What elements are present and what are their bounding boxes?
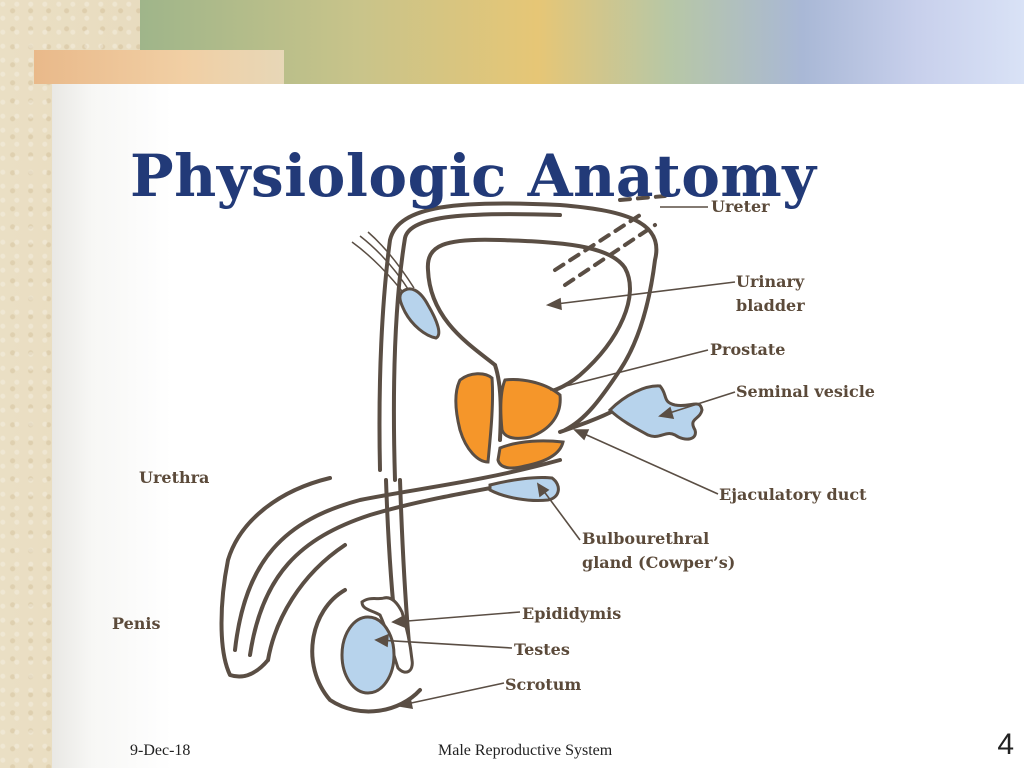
pointer-bladder <box>547 281 736 306</box>
bladder-neck <box>493 363 503 442</box>
label-seminal-vesicle: Seminal vesicle <box>736 382 875 401</box>
urinary-bladder-outline <box>425 237 632 402</box>
footer-date: 9-Dec-18 <box>130 742 191 759</box>
label-ejaculatory-duct: Ejaculatory duct <box>719 485 867 504</box>
label-testes: Testes <box>514 640 570 659</box>
outer-contour <box>377 201 659 472</box>
pointer-seminal <box>659 391 736 417</box>
pointer-prostate <box>549 349 709 391</box>
epididymis <box>360 596 414 674</box>
decorative-banner <box>140 0 1024 84</box>
ureter-dashed-2 <box>563 223 657 287</box>
penis-underside <box>266 543 347 662</box>
testis <box>340 615 396 695</box>
seminal-vesicle <box>607 384 704 441</box>
prostate-left <box>454 372 495 464</box>
prostate-lower <box>496 439 565 470</box>
scrotum-outline <box>310 588 422 714</box>
pointer-epididymis <box>394 611 521 623</box>
pointer-ejaculatory <box>579 431 719 495</box>
page-number: 4 <box>997 728 1014 761</box>
label-prostate: Prostate <box>710 340 786 359</box>
small-vesicle-upper <box>398 287 441 340</box>
footer-title: Male Reproductive System <box>438 742 613 759</box>
ureter-dashed-1 <box>553 213 642 272</box>
pointer-testes <box>377 639 513 649</box>
ureter-top <box>618 194 667 202</box>
prostate-right <box>499 378 562 440</box>
label-urinary-bladder-2: bladder <box>736 296 805 315</box>
urethra-inner <box>391 212 562 482</box>
label-bulbourethral-1: Bulbourethral <box>582 529 710 548</box>
label-scrotum: Scrotum <box>505 675 582 694</box>
urethra-line-upper <box>233 458 562 652</box>
label-epididymis: Epididymis <box>522 604 622 623</box>
label-penis: Penis <box>112 614 161 633</box>
nerve-fibres <box>351 231 415 296</box>
pointer-bulbourethral <box>539 485 581 541</box>
slide-title: Physiologic Anatomy <box>130 142 817 210</box>
label-ureter: Ureter <box>711 197 770 216</box>
penis-outline <box>219 476 332 679</box>
label-urinary-bladder-1: Urinary <box>736 272 805 291</box>
label-bulbourethral-2: gland (Cowper’s) <box>582 553 736 572</box>
pointer-scrotum <box>401 682 505 706</box>
label-urethra: Urethra <box>139 468 210 487</box>
urethra-line-lower <box>248 476 547 657</box>
decorative-banner-strip <box>34 50 284 84</box>
